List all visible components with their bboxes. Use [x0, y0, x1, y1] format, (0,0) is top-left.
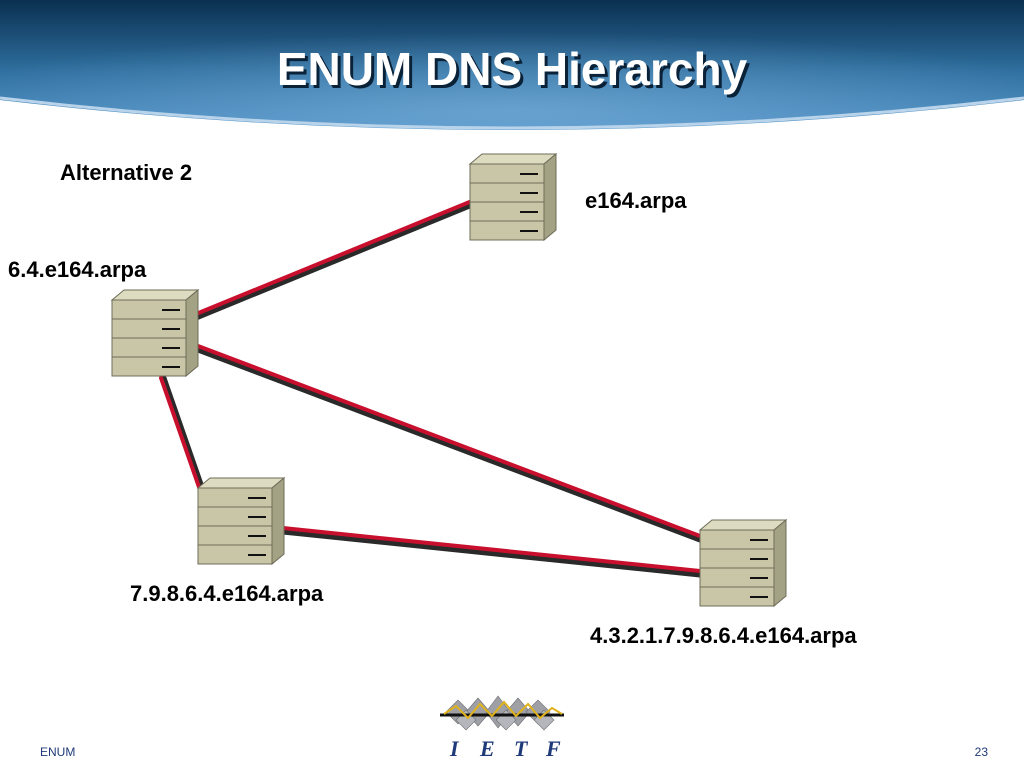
title-banner [0, 0, 1024, 130]
footer-label: ENUM [40, 745, 76, 759]
page-number: 23 [974, 745, 988, 759]
logo-signal-line [443, 700, 563, 720]
server-icon-number [699, 519, 787, 607]
link-cc-root [193, 199, 475, 321]
slide-title: ENUM DNS Hierarchy [276, 43, 748, 95]
node-label-area: 7.9.8.6.4.e164.arpa [130, 581, 324, 606]
logo-letter-i: I [449, 736, 460, 761]
ietf-logo: I E T F [440, 695, 564, 761]
alternative-label: Alternative 2 [60, 160, 193, 185]
link-cc-number [195, 344, 703, 543]
node-label-root: e164.arpa [585, 188, 687, 213]
server-icon-area [197, 477, 285, 565]
logo-letter-t: T [514, 736, 529, 761]
server-icon-root [469, 153, 557, 241]
link-area-number [280, 526, 703, 578]
server-icon-cc [111, 289, 199, 377]
logo-letter-f: F [545, 736, 561, 761]
node-label-cc: 6.4.e164.arpa [8, 257, 147, 282]
link-cc-area [159, 375, 206, 493]
node-label-number: 4.3.2.1.7.9.8.6.4.e164.arpa [590, 623, 857, 648]
logo-letter-e: E [479, 736, 495, 761]
